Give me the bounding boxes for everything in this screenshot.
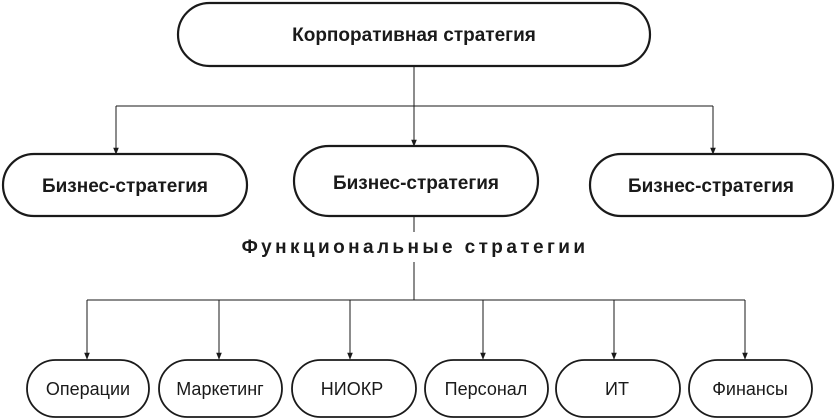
function-node-rnd[interactable]: НИОКР: [291, 359, 417, 418]
functional-connectors: [84, 262, 748, 360]
corporate-connectors: [113, 66, 716, 155]
functional-strategies-title: Функциональные стратегии: [242, 237, 589, 258]
function-label: Персонал: [445, 379, 528, 399]
business-strategy-node-3[interactable]: Бизнес-стратегия: [588, 152, 835, 218]
corporate-strategy-label: Корпоративная стратегия: [292, 25, 536, 46]
business-strategy-node-1[interactable]: Бизнес-стратегия: [1, 152, 249, 218]
function-label: ИТ: [605, 379, 629, 399]
corporate-strategy-node[interactable]: Корпоративная стратегия: [176, 1, 652, 68]
function-label: Финансы: [712, 379, 788, 399]
function-label: Маркетинг: [176, 379, 264, 399]
function-label: НИОКР: [321, 379, 383, 399]
business-strategy-label: Бизнес-стратегия: [628, 176, 794, 197]
function-node-it[interactable]: ИТ: [555, 359, 681, 418]
business-strategy-node-2[interactable]: Бизнес-стратегия: [292, 144, 540, 218]
function-label: Операции: [46, 379, 130, 399]
function-node-finance[interactable]: Финансы: [688, 359, 813, 418]
business-strategy-label: Бизнес-стратегия: [333, 173, 499, 194]
function-node-operations[interactable]: Операции: [26, 359, 150, 418]
function-node-personnel[interactable]: Персонал: [424, 359, 549, 418]
function-node-marketing[interactable]: Маркетинг: [158, 359, 283, 418]
business-strategy-label: Бизнес-стратегия: [42, 176, 208, 197]
